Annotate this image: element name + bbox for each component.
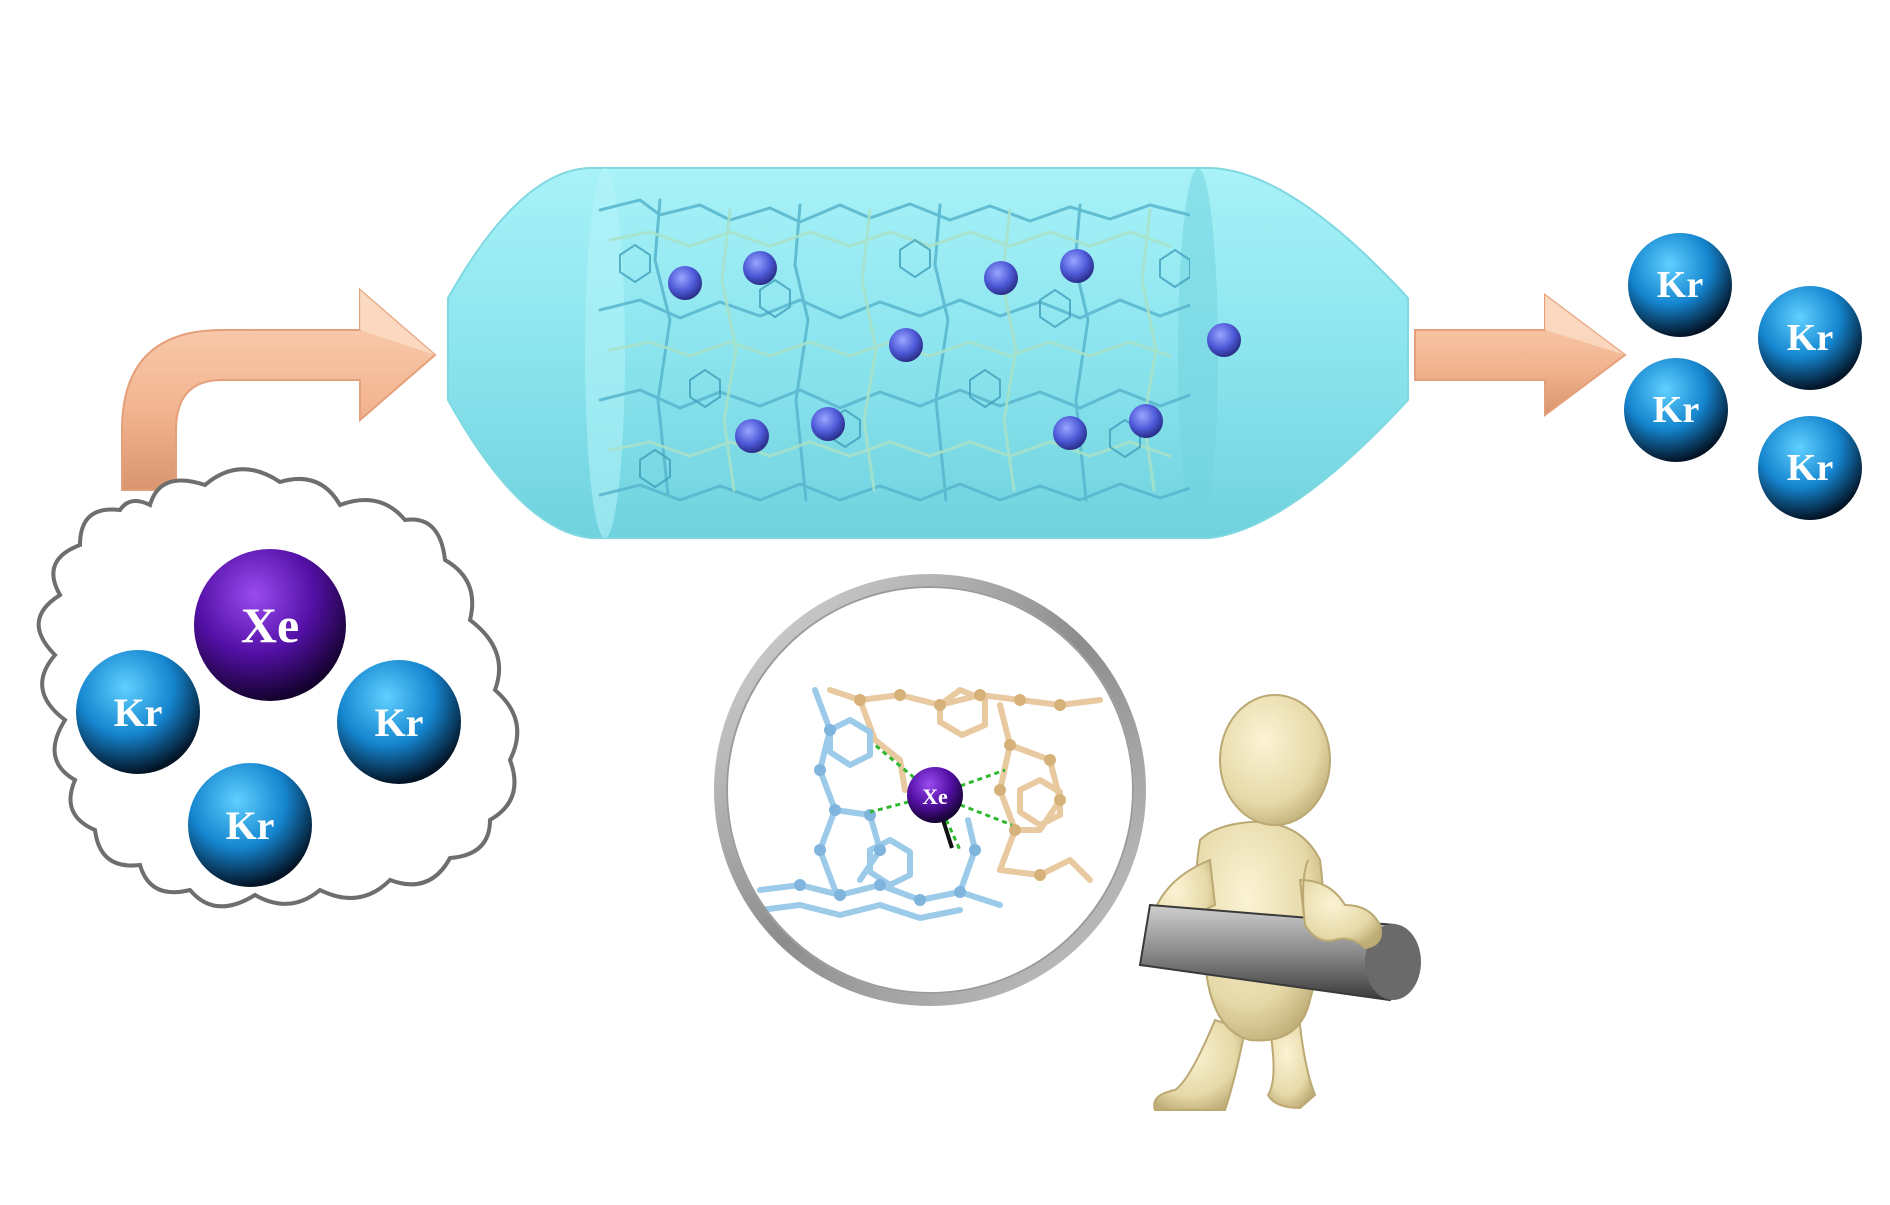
output-arrow [1414,293,1627,417]
mof-framework [598,198,1190,502]
adsorbed-xenon-atom [1053,416,1087,450]
xenon-atom: Xe [194,549,346,701]
feed-arrow [121,287,437,491]
adsorbed-xenon-atom [889,328,923,362]
atom-label: Kr [226,803,275,848]
atom-label: Kr [1657,264,1704,306]
adsorbed-xenon-atom [1060,249,1094,283]
adsorbed-xenon-atom [811,407,845,441]
output-atom: Kr [1624,358,1728,462]
output-atom: Kr [1758,286,1862,390]
atom-label: Xe [922,784,948,809]
magnified-xenon-atom: Xe [907,767,963,823]
adsorbed-xenon-atom [668,266,702,300]
adsorption-column [447,167,1409,539]
magnifying-glass: Xe [714,574,1421,1006]
adsorbed-xenon-atom [735,419,769,453]
atom-label: Kr [1653,389,1700,431]
krypton-atom: Kr [337,660,461,784]
adsorbed-xenon-atom [1207,323,1241,357]
atom-label: Xe [241,597,299,653]
output-atom: Kr [1628,233,1732,337]
output-atom: Kr [1758,416,1862,520]
atom-label: Kr [1787,447,1834,489]
adsorbed-xenon-atom [743,251,777,285]
feed-mixture-atoms: Xe Kr Kr Kr [76,549,461,887]
atom-label: Kr [375,700,424,745]
output-krypton-atoms: Kr Kr Kr Kr [1624,233,1862,520]
krypton-atom: Kr [188,763,312,887]
atom-label: Kr [114,690,163,735]
cartoon-figure-hand [1298,859,1382,950]
adsorbed-xenon-atoms [668,249,1241,453]
adsorbed-xenon-atom [1129,404,1163,438]
adsorbed-xenon-atom [984,261,1018,295]
atom-label: Kr [1787,317,1834,359]
krypton-atom: Kr [76,650,200,774]
